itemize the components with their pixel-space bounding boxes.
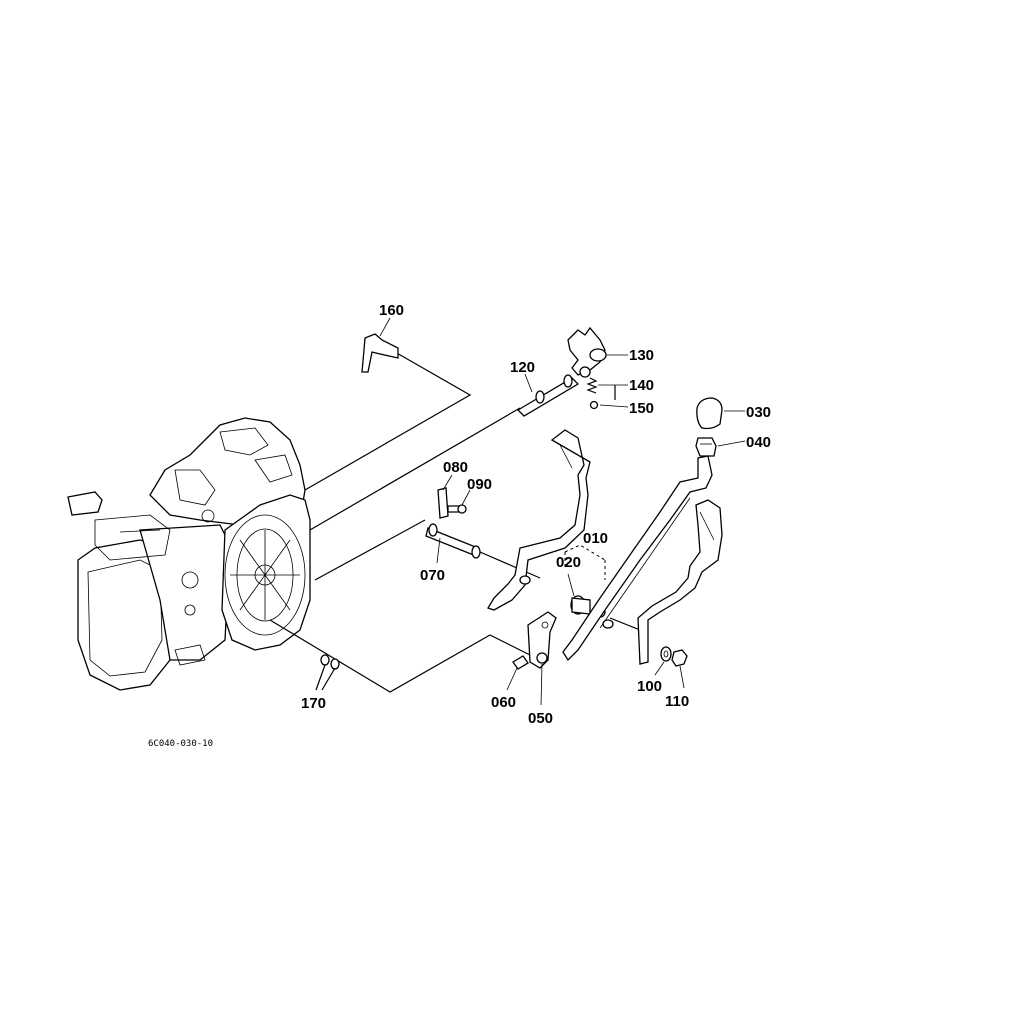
callout-130: 130	[629, 347, 654, 364]
part-110-nut	[671, 649, 688, 667]
part-120-shift-shaft	[516, 374, 580, 417]
part-080-plate	[437, 487, 449, 519]
callout-120: 120	[510, 359, 535, 376]
left-shift-lever	[487, 429, 591, 611]
part-070-pin	[425, 523, 481, 559]
callout-020: 020	[556, 554, 581, 571]
part-150-ball	[589, 400, 599, 410]
drawing-code: 6C040-030-10	[148, 739, 213, 749]
part-010-main-lever	[562, 455, 713, 662]
part-170-circlips	[315, 654, 340, 691]
part-050-bracket	[527, 611, 557, 669]
callout-050: 050	[528, 710, 553, 727]
callout-070: 070	[420, 567, 445, 584]
callout-150: 150	[629, 400, 654, 417]
part-160-bracket	[361, 333, 399, 373]
part-090-bolt	[447, 504, 467, 514]
callout-040: 040	[746, 434, 771, 451]
transmission-housing	[67, 417, 311, 691]
callout-100: 100	[637, 678, 662, 695]
part-030-knob	[696, 397, 723, 430]
callout-110: 110	[665, 693, 689, 710]
right-shift-lever	[637, 499, 723, 665]
callout-leaders	[379, 317, 746, 706]
callout-060: 060	[491, 694, 516, 711]
callout-160: 160	[379, 302, 404, 319]
callout-010: 010	[583, 530, 608, 547]
callout-140: 140	[629, 377, 654, 394]
part-130-shift-fork	[567, 326, 607, 378]
part-140-spring	[586, 377, 598, 394]
assembly-lines	[269, 351, 641, 693]
callout-080: 080	[443, 459, 468, 476]
part-100-washer	[660, 646, 672, 662]
callout-030: 030	[746, 404, 771, 421]
callout-170: 170	[301, 695, 326, 712]
part-060-pin	[512, 655, 529, 670]
callout-090: 090	[467, 476, 492, 493]
part-040-cap	[695, 437, 717, 457]
callout-labels: 160 120 130 140 150 030 040 080 090 010 …	[301, 302, 771, 727]
